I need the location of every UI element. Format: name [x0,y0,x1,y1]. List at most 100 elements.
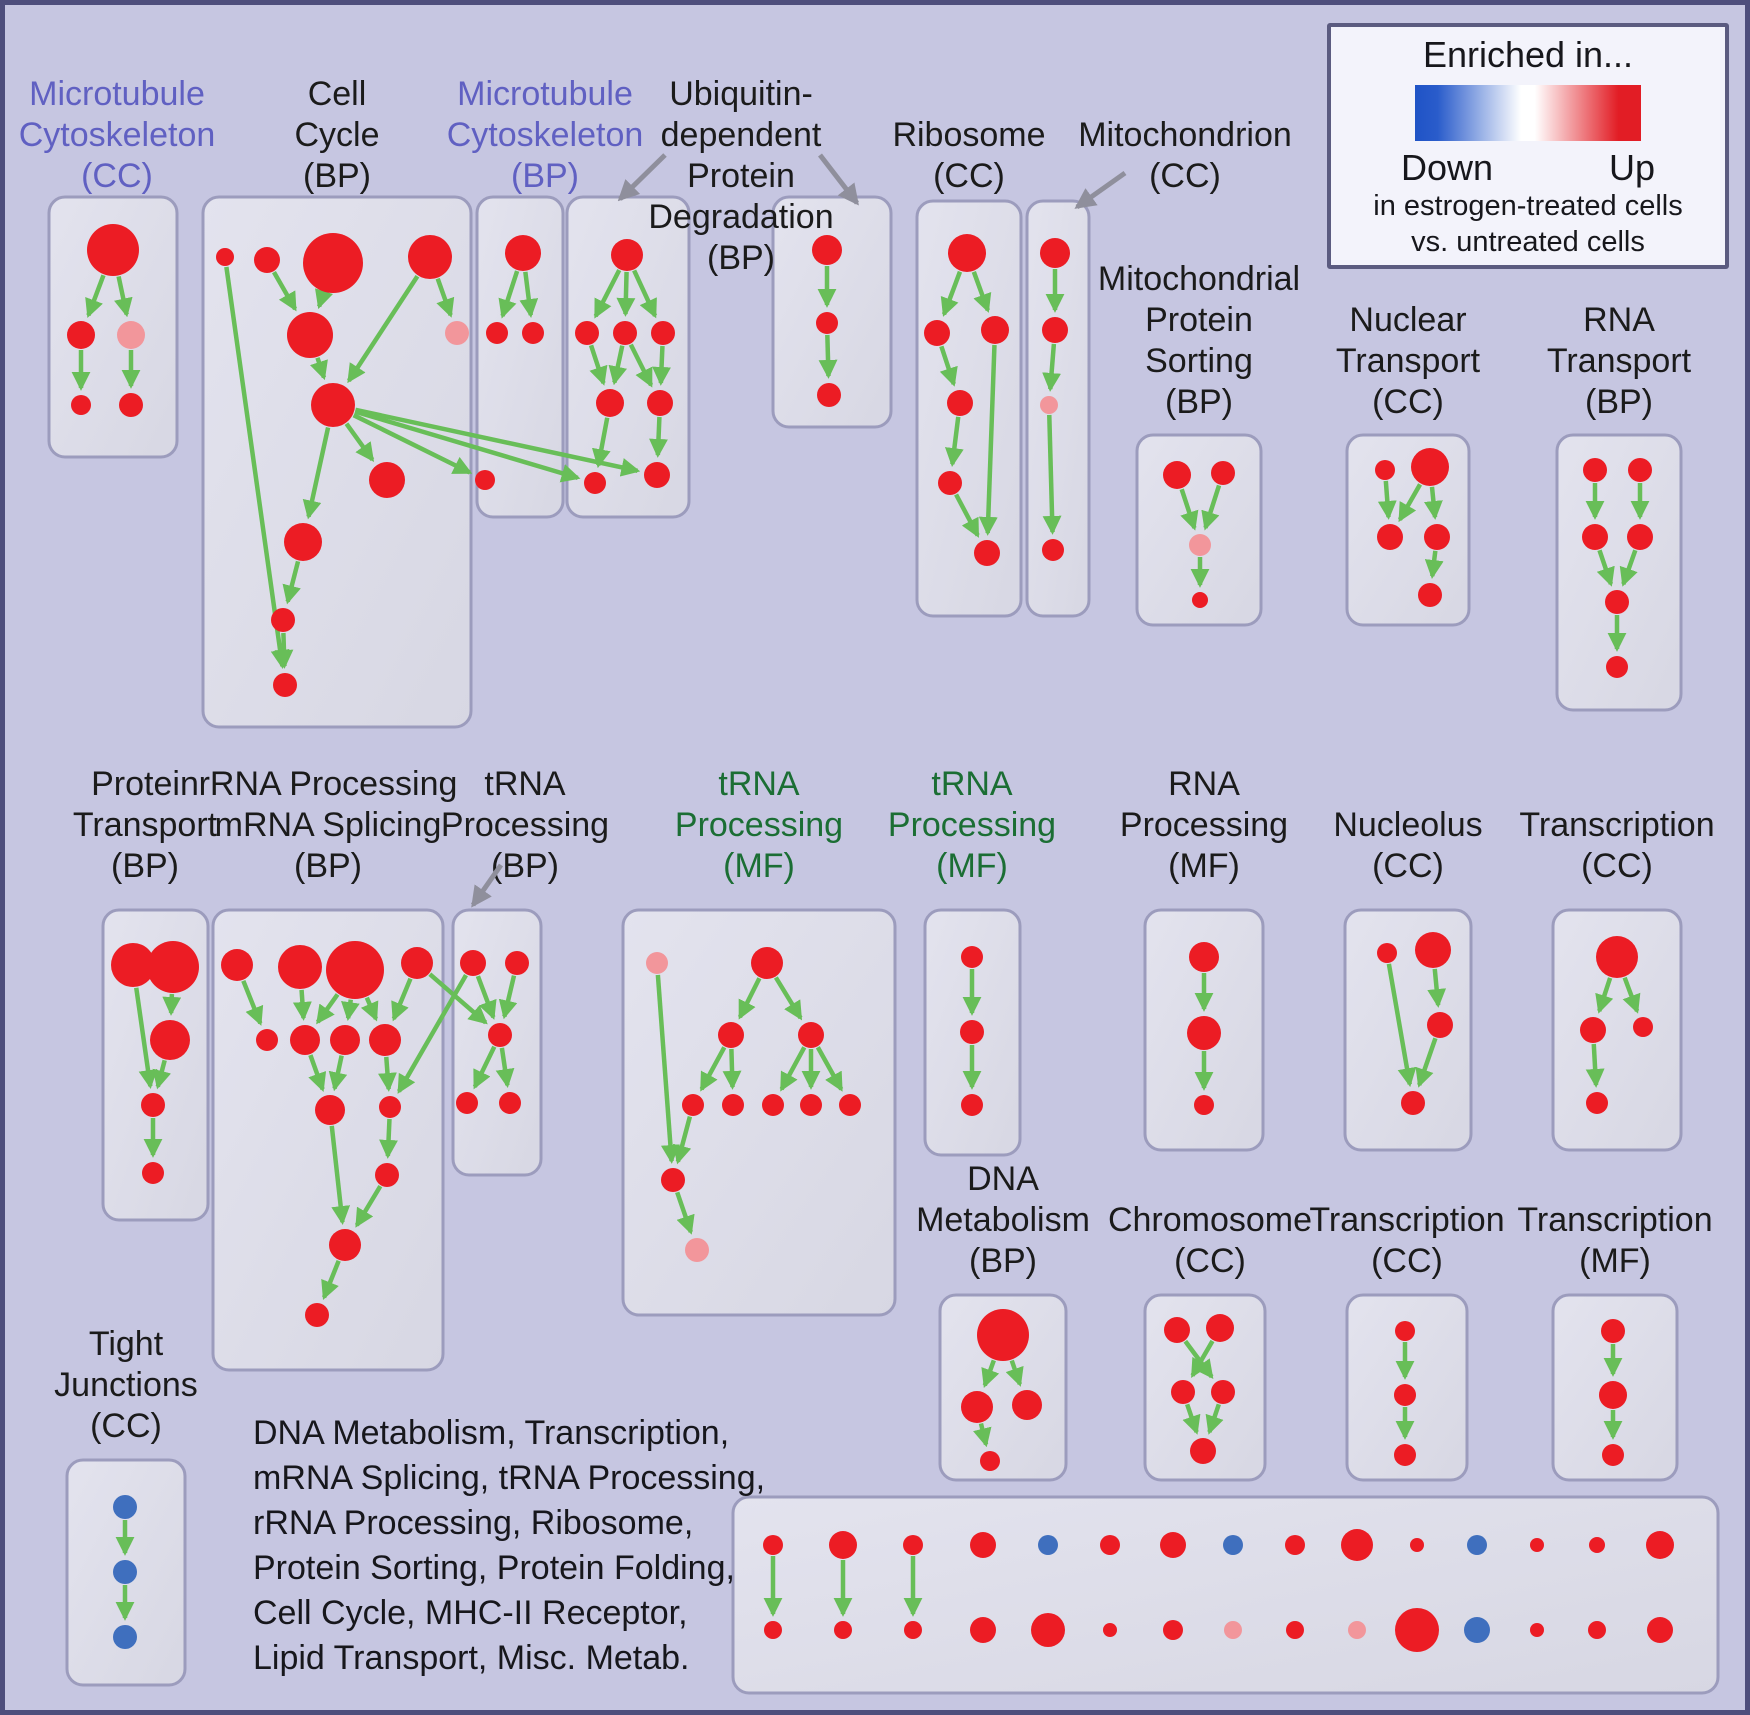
go-term-node-red [1415,932,1451,968]
chromosome-cc-label: Chromosome(CC) [1108,1201,1312,1280]
go-term-node-red [505,951,529,975]
go-term-node-red [1601,1319,1625,1343]
edge-arrow [973,1423,992,1448]
nucleolus-cc-label: Nucleolus(CC) [1333,806,1482,885]
go-term-node-blue [113,1625,137,1649]
go-term-node-red [960,1020,984,1044]
go-term-node-red [119,393,143,417]
note-line-4: Protein Sorting, Protein Folding, [253,1549,735,1587]
annotation-arrow [470,863,504,908]
go-term-node-red [1394,1384,1416,1406]
edge-arrow [1595,977,1614,1014]
go-term-node-red [834,1621,852,1639]
legend-subtitle-2: vs. untreated cells [1411,226,1645,258]
go-term-node-red [1627,524,1653,550]
go-term-node-pink [646,952,668,974]
trna-processing-mf-box [621,908,897,1317]
go-term-node-pink [1189,534,1211,556]
go-term-node-red [216,248,234,266]
go-term-node-red [141,1093,165,1117]
edge-arrow [114,275,133,318]
edge-arrow [939,345,958,387]
go-term-node-red [961,946,983,968]
edge-arrow [379,1118,398,1159]
edge-arrow [1377,480,1397,520]
edge-arrow [954,493,980,538]
go-term-node-red [1530,1623,1544,1637]
edge-arrow [498,270,520,319]
annotation-arrow [1074,170,1127,210]
edge-arrow [628,343,654,388]
go-term-node-pink [117,321,145,349]
edge-arrow [591,417,611,469]
go-term-node-red [273,673,297,697]
go-term-node-red [1427,1012,1453,1038]
edge-arrow [1619,549,1638,587]
go-term-node-red [812,235,842,265]
go-term-node-red [278,945,322,989]
go-term-node-red [584,472,606,494]
go-term-node-red [961,1094,983,1116]
edge-arrow [940,270,963,317]
misc-cluster-box [731,1495,1720,1695]
note-line-1: DNA Metabolism, Transcription, [253,1414,730,1452]
edge-arrow [428,972,488,1025]
go-term-node-red [974,540,1000,566]
go-term-node-red [1530,1538,1544,1552]
edge-arrow [344,422,375,463]
go-term-node-red [1395,1321,1415,1341]
edge-arrow [1427,968,1447,1008]
go-term-node-red [1040,238,1070,268]
go-term-node-red [326,941,384,999]
edge-arrow [1397,483,1423,523]
go-term-node-red [764,1621,782,1639]
edge-arrow [360,996,379,1022]
edge-arrow [475,975,497,1020]
edge-arrow [1179,488,1199,531]
note-line-6: Lipid Transport, Misc. Metab. [253,1639,690,1677]
edge-arrow [272,271,298,312]
edge-arrow [737,977,762,1020]
go-term-node-blue [1223,1535,1243,1555]
edge-arrow [815,1046,844,1092]
go-term-node-red [505,235,541,271]
edge-arrow [495,1047,515,1088]
go-term-node-blue [1467,1535,1487,1555]
go-term-node-blue [1464,1617,1490,1643]
go-term-node-pink [1040,396,1058,414]
edge-arrow [85,274,106,318]
go-term-node-red [596,389,624,417]
go-term-node-red [290,1025,320,1055]
go-term-node-red [329,1229,361,1261]
go-term-node-red [1190,1438,1216,1464]
nuclear-transport-cc-box [1345,433,1471,627]
go-term-node-red [1418,583,1442,607]
go-term-node-red [800,1094,822,1116]
go-term-node-red [1401,1091,1425,1115]
go-term-node-red [1394,1444,1416,1466]
go-term-node-red [1164,1317,1190,1343]
edge-arrow [354,1184,383,1228]
go-term-node-red [1341,1529,1373,1561]
go-term-node-pink [1224,1621,1242,1639]
go-term-node-red [1171,1380,1195,1404]
go-term-node-red [254,247,280,273]
edge-arrow [632,269,658,319]
legend-gradient-bar [1415,85,1641,141]
go-term-node-red [1377,524,1403,550]
edge-arrow [655,974,680,1164]
go-term-node-red [315,1095,345,1125]
go-term-node-pink [685,1238,709,1262]
transcription-cc-box [1551,908,1683,1152]
edge-arrow [1190,1339,1215,1379]
legend-subtitle-1: in estrogen-treated cells [1373,190,1683,222]
go-term-node-red [1042,317,1068,343]
